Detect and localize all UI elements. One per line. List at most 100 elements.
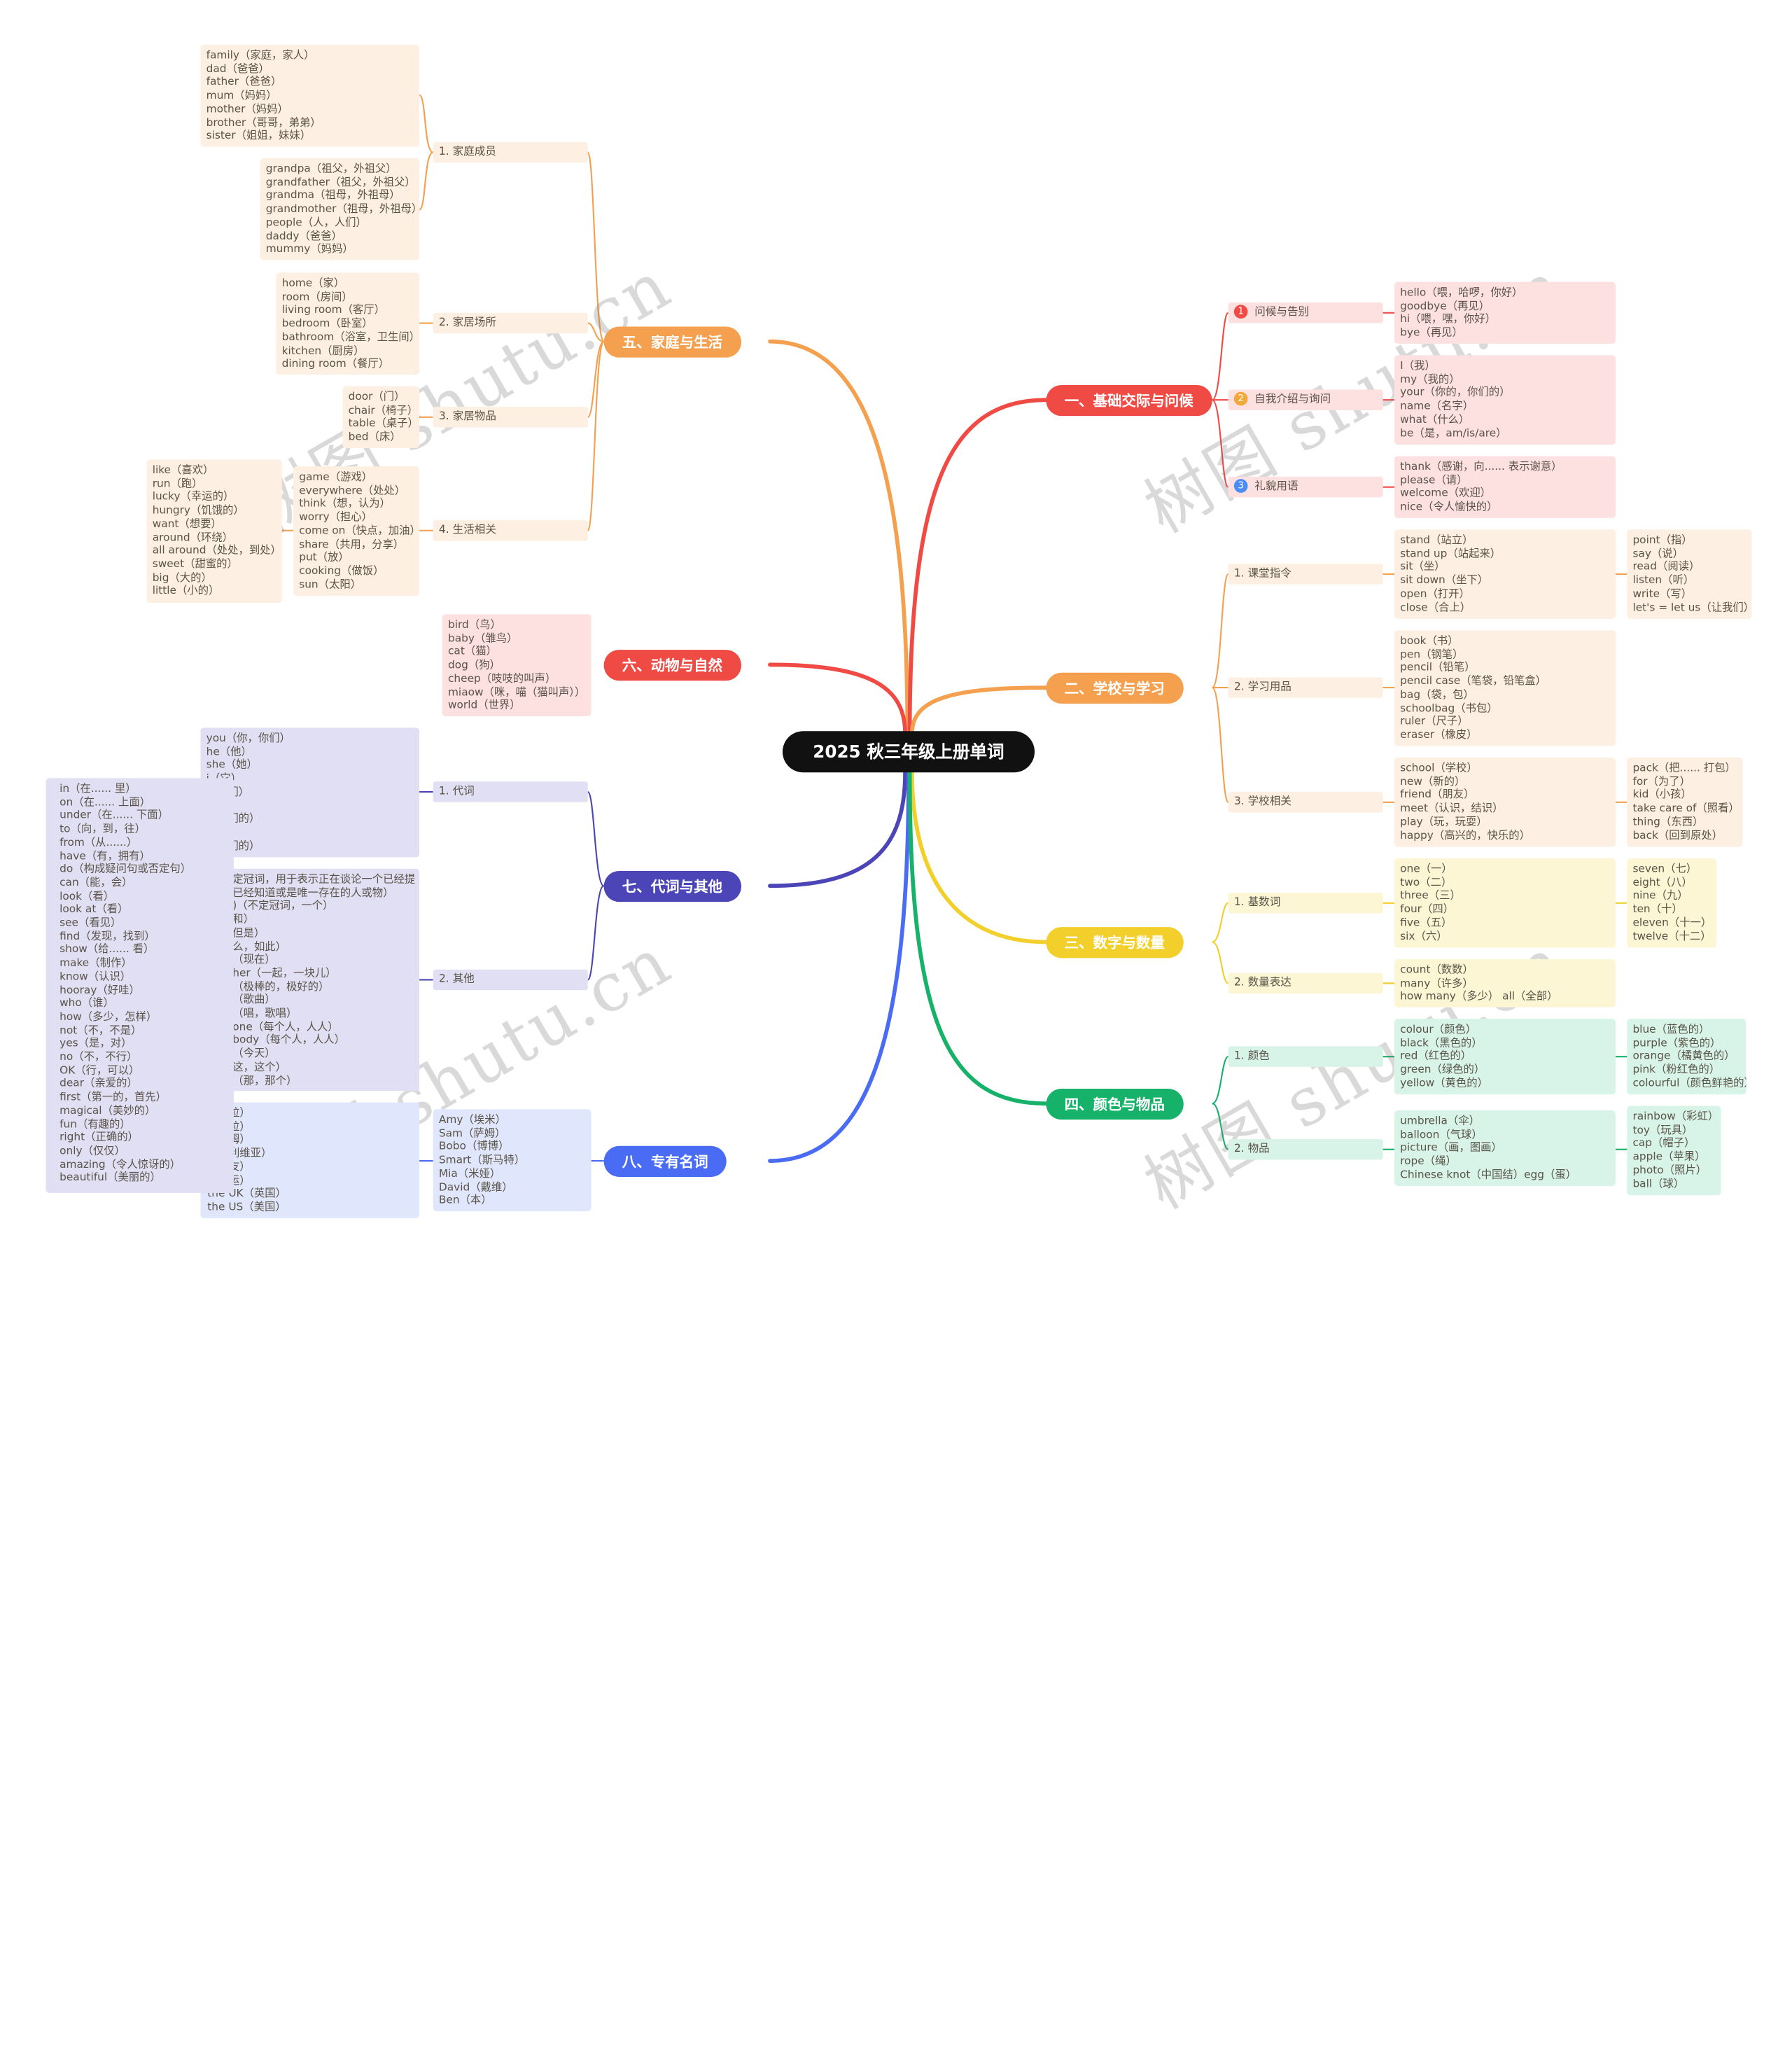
word-item: how（多少，怎样） xyxy=(59,1010,158,1024)
subtopic-home-places[interactable]: 2. 家居场所 xyxy=(433,312,588,334)
word-item: play（玩，玩耍） xyxy=(1400,816,1488,829)
connector-b3 xyxy=(910,770,1049,944)
word-item: the UK（英国） xyxy=(207,1187,287,1201)
word-item: school（学校） xyxy=(1400,762,1478,775)
word-item: red（红色的） xyxy=(1400,1050,1472,1063)
word-item: home（家） xyxy=(281,277,345,291)
word-item: pencil case（笔袋，铅笔盒） xyxy=(1400,675,1546,688)
word-item: nine（九） xyxy=(1632,889,1688,902)
word-list: bird（鸟）baby（雏鸟）cat（猫）dog（狗）cheep（吱吱的叫声）m… xyxy=(442,614,592,717)
word-item: Mia（米娅） xyxy=(438,1167,501,1180)
word-list: game（游戏）everywhere（处处）think（想，认为）worry（担… xyxy=(293,466,420,597)
word-item: open（打开） xyxy=(1400,587,1470,601)
word-item: stand（站立） xyxy=(1400,534,1474,547)
word-item: picture（画，图画） xyxy=(1400,1141,1502,1155)
word-item: not（不，不是） xyxy=(59,1024,142,1037)
subtopic-objects[interactable]: 2. 物品 xyxy=(1228,1138,1383,1160)
subtopic-cardinal-numbers[interactable]: 1. 基数词 xyxy=(1228,893,1383,914)
subtopic-quantity[interactable]: 2. 数量表达 xyxy=(1228,972,1383,994)
word-item: bed（床） xyxy=(348,431,401,444)
word-item: eight（八） xyxy=(1632,876,1693,889)
word-item: run（跑） xyxy=(152,477,203,491)
subtopic-daily-life[interactable]: 4. 生活相关 xyxy=(433,520,588,541)
subtopic-label: 问候与告别 xyxy=(1254,306,1310,319)
word-item: five（五） xyxy=(1400,916,1452,930)
word-item: look（看） xyxy=(59,890,115,903)
word-item: twelve（十二） xyxy=(1632,930,1712,943)
word-item: worry（担心） xyxy=(299,511,372,524)
word-item: （幸运） xyxy=(207,1174,414,1187)
subtopic-school-supplies[interactable]: 2. 学习用品 xyxy=(1228,677,1383,698)
word-item: under（在...... 下面） xyxy=(59,809,169,823)
connector-b6 xyxy=(768,662,907,736)
word-item: hooray（好哇） xyxy=(59,984,140,997)
word-item: bag（袋，包） xyxy=(1400,688,1474,702)
word-item: I（我） xyxy=(1400,359,1436,372)
subtopic-other-words[interactable]: 2. 其他 xyxy=(433,969,588,991)
branch-family-life[interactable]: 五、家庭与生活 xyxy=(603,326,741,358)
word-item: Chinese knot（中国结）egg（蛋） xyxy=(1400,1169,1577,1182)
word-item: come on（快点，加油） xyxy=(299,524,420,538)
word-list: stand（站立）stand up（站起来）sit（坐）sit down（坐下）… xyxy=(1394,529,1616,619)
word-item: how many（多少） all（全部） xyxy=(1400,990,1558,1003)
branch-basic-communication[interactable]: 一、基础交际与问候 xyxy=(1046,384,1212,417)
word-list: 定冠词，用于表示正在谈论一个已经提已经知道或是唯一存在的人或物）)（不定冠词，一… xyxy=(200,868,420,1092)
branch-animals-nature[interactable]: 六、动物与自然 xyxy=(603,650,741,681)
word-item: （极棒的，极好的） xyxy=(232,980,330,993)
word-list: umbrella（伞）balloon（气球）picture（画，图画）rope（… xyxy=(1394,1110,1616,1187)
word-item: make（制作） xyxy=(59,956,132,970)
word-item: have（有，拥有） xyxy=(59,849,150,863)
branch-school-study[interactable]: 二、学校与学习 xyxy=(1046,672,1184,704)
word-item: apple（苹果） xyxy=(1632,1150,1706,1164)
word-item: one（一） xyxy=(1400,863,1452,876)
word-item: bathroom（浴室，卫生间） xyxy=(281,330,420,344)
subtopic-school-related[interactable]: 3. 学校相关 xyxy=(1228,792,1383,813)
word-item: family（家庭，家人） xyxy=(206,49,315,62)
word-item: sister（姐姐，妹妹） xyxy=(206,130,312,143)
subtopic-colours[interactable]: 1. 颜色 xyxy=(1228,1046,1383,1067)
word-item: her（一起，一块儿） xyxy=(232,967,337,980)
word-item: （唱，歌唱） xyxy=(232,1007,298,1020)
word-item: people（人，人们） xyxy=(265,216,367,230)
word-item: purple（紫色的） xyxy=(1632,1036,1721,1050)
word-item: stand up（站起来） xyxy=(1400,547,1502,560)
word-item: like（喜欢） xyxy=(152,463,214,477)
center-topic[interactable]: 2025 秋三年级上册单词 xyxy=(782,731,1035,773)
subtopic-home-items[interactable]: 3. 家居物品 xyxy=(433,407,588,428)
branch-pronouns-other[interactable]: 七、代词与其他 xyxy=(603,870,741,902)
word-item: Bobo（博博） xyxy=(438,1141,510,1154)
word-item: eraser（橡皮） xyxy=(1400,728,1478,741)
word-item: seven（七） xyxy=(1632,863,1698,876)
word-item: mother（妈妈） xyxy=(206,103,288,116)
word-item: big（大的） xyxy=(152,571,212,585)
word-item: （那，那个） xyxy=(232,1074,298,1087)
word-item: cat（猫） xyxy=(447,646,497,659)
word-item: ten（十） xyxy=(1632,902,1683,916)
word-list: blue（蓝色的）purple（紫色的）orange（橘黄色的）pink（粉红色… xyxy=(1627,1019,1746,1095)
word-item: pen（钢笔） xyxy=(1400,648,1464,661)
word-item: table（桌子） xyxy=(348,417,419,431)
subtopic-label: 礼貌用语 xyxy=(1254,480,1298,493)
branch-colours-objects[interactable]: 四、颜色与物品 xyxy=(1046,1088,1184,1120)
subtopic-family-members[interactable]: 1. 家庭成员 xyxy=(433,141,588,163)
word-item: rainbow（彩虹） xyxy=(1632,1110,1719,1124)
word-item: she（她） xyxy=(206,759,258,772)
branch-numbers[interactable]: 三、数字与数量 xyxy=(1046,927,1184,958)
word-item: dining room（餐厅） xyxy=(281,358,390,371)
word-item: bird（鸟） xyxy=(447,618,501,632)
branch-proper-nouns[interactable]: 八、专有名词 xyxy=(603,1145,727,1177)
word-item: no（不，不行） xyxy=(59,1051,138,1064)
word-item: all around（处处，到处） xyxy=(152,544,281,557)
word-item: first（第一的，首先） xyxy=(59,1091,167,1104)
subtopic-pronouns[interactable]: 1. 代词 xyxy=(433,781,588,802)
word-item: only（仅仅） xyxy=(59,1145,125,1158)
word-item: 我们） xyxy=(206,800,414,813)
word-list: colour（颜色）black（黑色的）red（红色的）green（绿色的）ye… xyxy=(1394,1019,1616,1095)
subtopic-classroom-commands[interactable]: 1. 课堂指令 xyxy=(1228,564,1383,585)
word-item: for（为了） xyxy=(1632,775,1690,788)
word-item: game（游戏） xyxy=(299,470,373,484)
